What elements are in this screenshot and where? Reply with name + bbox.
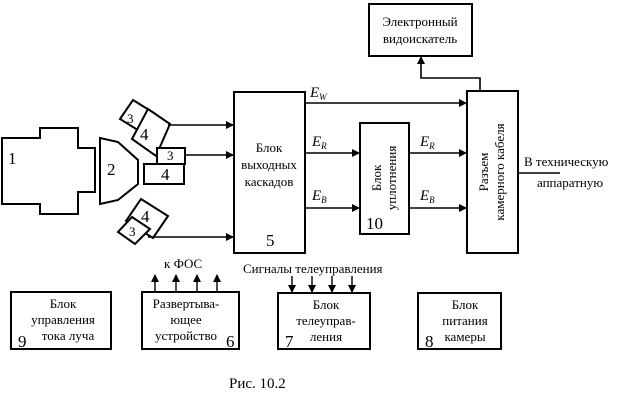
viewfinder-block: Электронный видоискатель	[368, 3, 473, 57]
power-supply-block: Блок питания камеры 8	[417, 292, 502, 351]
beam-current-block: Блок управления тока луча 9	[10, 291, 112, 351]
telecontrol-block: Блок телеуправ- ления 7	[277, 292, 371, 351]
upper-tube-label-3: 3	[127, 111, 134, 126]
signal-eb-right: EB	[419, 188, 435, 205]
lower-tube-label-4: 4	[141, 207, 150, 226]
output-block-line3: каскадов	[245, 174, 294, 189]
cable-connector-block: Разъем камерного кабеля	[466, 90, 519, 254]
viewfinder-line2: видоискатель	[383, 31, 457, 46]
fos-label: к ФОС	[164, 256, 202, 271]
seal-block-line1: Блок	[369, 164, 384, 191]
camera-body: 1	[1, 127, 96, 215]
output-note: В техническую аппаратную	[524, 154, 609, 190]
output-note-line1: В техническую	[524, 154, 609, 169]
telecontrol-signals-label: Сигналы телеуправления	[243, 261, 383, 276]
block9-number: 9	[18, 332, 27, 351]
optical-splitter: 2	[99, 136, 139, 206]
signal-lines	[305, 56, 560, 212]
block9-line2: управления	[31, 312, 95, 327]
figure-caption: Рис. 10.2	[229, 376, 286, 392]
tube-signal-lines	[148, 121, 234, 241]
middle-tube: 3 4	[143, 147, 186, 185]
lower-tube-label-3: 3	[129, 224, 136, 239]
block7-line2: телеуправ-	[296, 313, 356, 328]
middle-tube-label-3: 3	[167, 148, 174, 163]
middle-tube-label-4: 4	[161, 165, 170, 184]
output-block-line2: выходных	[241, 157, 297, 172]
connector-line2: камерного кабеля	[492, 123, 507, 220]
signal-labels: EW ER EB ER EB	[309, 85, 435, 205]
camera-number: 1	[8, 149, 17, 168]
block8-line2: питания	[442, 313, 487, 328]
block7-line3: ления	[310, 329, 342, 344]
seal-block: Блок уплотнения 10	[359, 122, 410, 235]
lower-tube: 4 3	[116, 197, 170, 246]
block8-line3: камеры	[444, 329, 485, 344]
viewfinder-line1: Электронный	[382, 14, 457, 29]
output-block-line1: Блок	[256, 140, 283, 155]
block8-line1: Блок	[452, 297, 479, 312]
block7-number: 7	[285, 332, 294, 351]
telecontrol-arrows	[288, 276, 356, 293]
block9-line1: Блок	[50, 296, 77, 311]
signal-er-left: ER	[311, 134, 327, 151]
output-cascades-block: Блок выходных каскадов 5	[233, 91, 306, 254]
block6-line1: Развертыва-	[153, 296, 220, 311]
block8-number: 8	[425, 332, 434, 351]
block6-number: 6	[226, 332, 235, 351]
output-note-line2: аппаратную	[537, 175, 603, 190]
block6-line2: ющее	[170, 312, 201, 327]
seal-block-number: 10	[366, 214, 383, 233]
signal-er-right: ER	[419, 134, 435, 151]
seal-block-line2: уплотнения	[384, 146, 399, 211]
block6-line3: устройство	[155, 328, 217, 343]
connector-line1: Разъем	[476, 153, 491, 192]
signal-eb-left: EB	[311, 188, 327, 205]
fos-arrows	[151, 274, 221, 292]
splitter-number: 2	[107, 160, 116, 179]
scanning-block: Развертыва- ющее устройство 6	[141, 291, 240, 351]
signal-ew: EW	[309, 85, 328, 102]
output-block-number: 5	[266, 231, 275, 250]
block9-line3: тока луча	[42, 328, 95, 343]
upper-tube-label-4: 4	[140, 125, 149, 144]
block7-line1: Блок	[313, 297, 340, 312]
